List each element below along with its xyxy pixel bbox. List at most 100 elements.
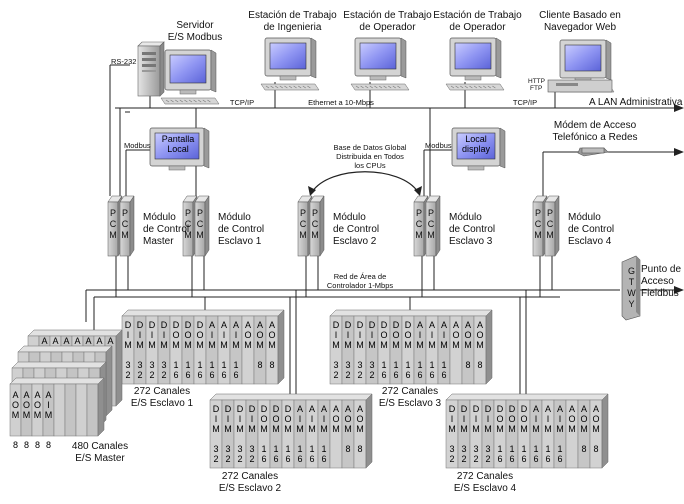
io-card-letter: 2	[357, 370, 363, 380]
io-card-letter: O	[404, 330, 412, 340]
io-card-letter: 1	[429, 360, 435, 370]
globaldb-line2: Distribuida en Todos	[336, 152, 404, 161]
io-card-letter: 6	[393, 370, 399, 380]
io-card-letter: D	[344, 320, 352, 330]
pcm-letter: P	[109, 208, 116, 218]
io-card-letter: M	[148, 340, 156, 350]
pcm-letter: M	[184, 230, 192, 240]
io-card-letter: I	[486, 414, 490, 424]
master-card-letter: M	[11, 410, 20, 420]
io-card-letter: A	[476, 320, 483, 330]
pcm-letter: C	[546, 219, 554, 229]
master-card-letter: A	[41, 336, 48, 346]
io-card-letter: 6	[441, 370, 447, 380]
io-card-letter: I	[222, 330, 226, 340]
io-card-letter: 1	[261, 444, 267, 454]
operador1-monitor	[350, 37, 410, 91]
io-card-letter: I	[214, 414, 218, 424]
io-card-letter: 1	[309, 444, 315, 454]
io-card-letter: A	[256, 320, 263, 330]
master-card-letter: O	[33, 400, 41, 410]
io-card-letter: I	[558, 414, 562, 424]
io-card-letter: I	[534, 414, 538, 424]
rs232-label: RS-232	[111, 57, 137, 66]
io-card-letter: 6	[261, 454, 267, 464]
io-card-letter: D	[448, 404, 456, 414]
rack-master-line1: 480 Canales	[71, 441, 129, 452]
can-line2: Controlador 1-Mbps	[326, 281, 394, 290]
io-card-letter: A	[296, 404, 303, 414]
master-card-letter: A	[107, 336, 114, 346]
module-esclavo4-line3: Esclavo 4	[568, 236, 612, 247]
io-card-letter: 2	[461, 454, 467, 464]
control-module-esclavo4	[532, 195, 560, 257]
io-card-letter: 1	[441, 360, 447, 370]
io-card-letter: I	[226, 414, 230, 424]
io-card-letter: 6	[321, 454, 327, 464]
io-card-letter: M	[320, 424, 328, 434]
io-card-letter: 1	[417, 360, 423, 370]
servidor-label: Servidor E/S Modbus	[155, 20, 235, 44]
io-card-letter: 8	[345, 444, 351, 454]
pcm-letter: P	[311, 208, 318, 218]
io-card-letter: 6	[521, 454, 527, 464]
io-card-letter: M	[332, 340, 340, 350]
modbus-right-label: Modbus	[425, 141, 452, 150]
io-card-letter: D	[404, 320, 412, 330]
io-card-letter: O	[356, 414, 364, 424]
io-card-letter: M	[236, 424, 244, 434]
io-card-letter: D	[496, 404, 504, 414]
rack-esclavo2-line1: 272 Canales	[221, 471, 279, 482]
operador1-line2: de Operador	[359, 22, 416, 33]
io-card-letter: 3	[237, 444, 243, 454]
local-display-line2: display	[461, 144, 490, 154]
io-card-letter: O	[496, 414, 504, 424]
io-card-letter: M	[344, 340, 352, 350]
io-card-letter: 6	[405, 370, 411, 380]
io-card-letter: M	[308, 424, 316, 434]
modem-device	[577, 147, 609, 157]
io-card-letter: I	[370, 330, 374, 340]
master-card-letter: A	[23, 390, 30, 400]
io-card-letter: 3	[149, 360, 155, 370]
io-card-letter: A	[580, 404, 587, 414]
modem-line2: Telefónico a Redes	[552, 132, 638, 143]
io-card-letter: M	[124, 340, 132, 350]
io-card-letter: 6	[197, 370, 203, 380]
io-card-letter: D	[368, 320, 376, 330]
io-card-letter: 6	[557, 454, 563, 464]
globaldb-curve	[311, 171, 419, 193]
pcm-letter: C	[299, 219, 307, 229]
master-card-letter: A	[34, 390, 41, 400]
ingenieria-line1: Estación de Trabajo	[248, 10, 337, 21]
io-card-letter: 2	[213, 454, 219, 464]
local-display-screen-text: Local display	[456, 134, 496, 154]
module-esclavo4-line2: de Control	[568, 224, 615, 235]
module-master-line3: Master	[143, 236, 174, 247]
io-card-letter: M	[224, 424, 232, 434]
rack-esclavo3-line2: E/S Esclavo 3	[378, 398, 442, 409]
io-card-letter: D	[472, 404, 480, 414]
io-card-letter: M	[248, 424, 256, 434]
io-card-letter: M	[356, 424, 364, 434]
module-esclavo1-label: Módulo de Control Esclavo 1	[218, 212, 264, 248]
io-card-letter: 3	[473, 444, 479, 454]
master-card-letter: A	[52, 336, 59, 346]
pcm-letter: M	[196, 230, 204, 240]
master-card-letter: A	[74, 336, 81, 346]
lan-arrow	[674, 104, 684, 112]
io-card-letter: 6	[545, 454, 551, 464]
operador1-line1: Estación de Trabajo	[343, 10, 432, 21]
tcpip-right-label: TCP/IP	[512, 98, 538, 107]
io-card-letter: I	[126, 330, 130, 340]
cliente-label: Cliente Basado en Navegador Web	[530, 10, 630, 34]
module-esclavo3-line2: de Control	[449, 224, 496, 235]
io-card-letter: O	[392, 330, 400, 340]
operador2-line2: de Operador	[449, 22, 506, 33]
rack-esclavo4-line2: E/S Esclavo 4	[453, 483, 517, 494]
local-display-line1: Local	[465, 134, 487, 144]
